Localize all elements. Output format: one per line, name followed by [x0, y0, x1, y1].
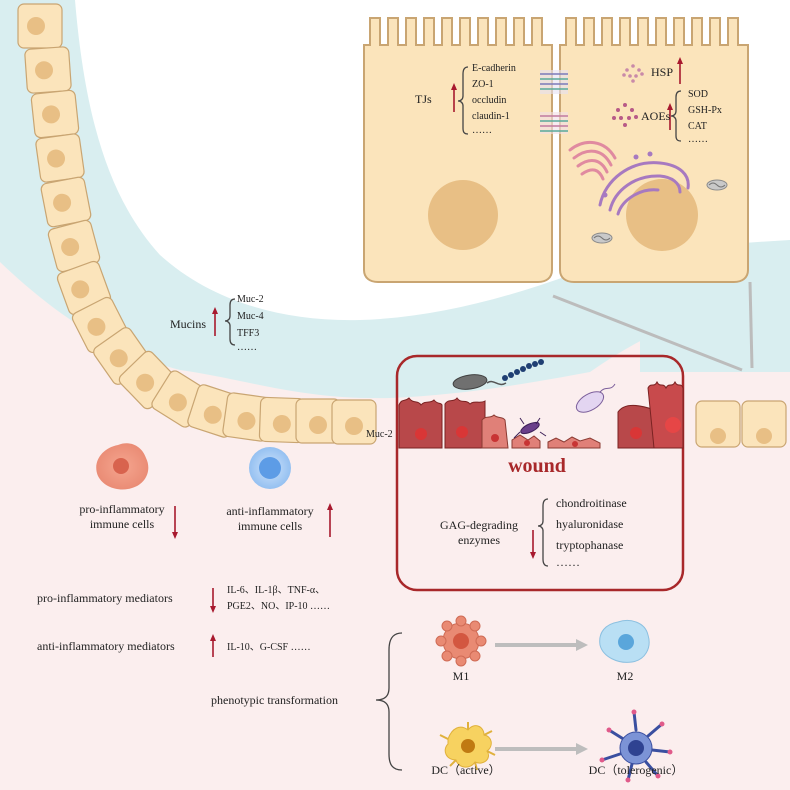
wound-title: wound	[508, 455, 566, 477]
tj-item: E-cadherin	[472, 63, 516, 74]
epithelial-cell	[35, 133, 85, 183]
anti-cells-label-line2: immune cells	[237, 519, 303, 533]
aoe-item: GSH-Px	[688, 105, 722, 116]
anti-mediators-values: IL-10、G-CSF ……	[227, 642, 311, 653]
epithelial-cell	[695, 400, 741, 448]
enterocyte-left	[363, 17, 553, 283]
damaged-epithelium	[398, 380, 684, 449]
tj-item: ZO-1	[472, 79, 494, 90]
transformation-arrows	[495, 639, 588, 755]
mucin-item: ……	[237, 342, 257, 353]
m1-label: M1	[452, 669, 470, 683]
active-dendritic-cell-icon	[439, 722, 496, 771]
mitochondria-icon	[591, 179, 728, 244]
enterocyte-zoom-inset	[363, 17, 749, 283]
bacteria-icon	[452, 359, 616, 439]
epithelial-cell	[24, 46, 72, 94]
aoe-item: ……	[688, 134, 708, 145]
mucins-up-arrow	[212, 307, 218, 336]
nucleus-right	[626, 179, 698, 251]
anti-cells-up-arrow	[327, 503, 333, 537]
epithelial-cell	[295, 398, 341, 444]
aoes-label: AOEs	[641, 109, 671, 123]
trend-arrows	[172, 57, 683, 657]
m2-label: M2	[616, 669, 634, 683]
epithelial-cell	[30, 89, 80, 139]
tj-item: ……	[472, 125, 492, 136]
m2-macrophage-icon	[599, 620, 650, 663]
m1-macrophage-icon	[435, 615, 487, 667]
epithelial-cell	[17, 3, 63, 49]
epithelial-cell	[741, 400, 787, 448]
gag-item: ……	[556, 555, 580, 569]
hsp-particles-icon	[622, 64, 644, 83]
gag-label-line1: GAG-degrading	[440, 518, 518, 532]
epithelial-cell	[47, 219, 101, 273]
anti-inflammatory-cell-icon	[249, 447, 291, 489]
wound-box	[395, 354, 685, 592]
gag-item: chondroitinase	[556, 496, 627, 510]
tj-item: occludin	[472, 95, 507, 106]
pro-inflammatory-cell-icon	[96, 443, 149, 490]
zoom-line-left	[552, 294, 743, 372]
tjs-up-arrow	[451, 83, 457, 112]
anti-cells-label-line1: anti-inflammatory	[226, 504, 314, 518]
mucin-item: TFF3	[237, 328, 260, 339]
muc2-marker: Muc-2	[366, 429, 393, 440]
golgi-apparatus-icon	[568, 141, 617, 181]
aoe-particles-icon	[612, 103, 638, 127]
aoes-up-arrow	[667, 103, 673, 130]
mucin-item: Muc-4	[237, 311, 264, 322]
pro-mediators-values-line1: IL-6、IL-1β、TNF-α、	[227, 585, 326, 596]
gag-down-arrow	[530, 530, 536, 559]
phenotypic-transformation-label: phenotypic transformation	[211, 693, 338, 707]
hsp-label: HSP	[651, 65, 674, 79]
pro-mediators-label: pro-inflammatory mediators	[37, 591, 173, 605]
pro-cells-label-line2: immune cells	[89, 517, 155, 531]
gag-label-line2: enzymes	[458, 533, 500, 547]
brace-group	[224, 66, 682, 771]
hsp-up-arrow	[677, 57, 683, 84]
pro-mediators-values-line2: PGE2、NO、IP-10 ……	[227, 601, 331, 612]
epithelial-cell	[222, 392, 272, 442]
endoplasmic-reticulum-icon	[598, 151, 690, 216]
aoe-item: SOD	[688, 89, 709, 100]
pro-cells-down-arrow	[172, 506, 178, 539]
tjs-label: TJs	[415, 92, 432, 106]
dc-tolerogenic-label: DC（tolerogenic）	[588, 763, 684, 777]
nucleus-left	[428, 180, 498, 250]
pro-cells-label-line1: pro-inflammatory	[79, 502, 165, 516]
zoom-line-right	[748, 281, 754, 369]
dc-active-label: DC（active）	[431, 763, 501, 777]
tight-junction-icon	[540, 70, 568, 134]
tj-item: claudin-1	[472, 111, 510, 122]
gag-item: tryptophanase	[556, 538, 624, 552]
pro-mediators-down-arrow	[210, 588, 216, 613]
enterocyte-right	[559, 17, 749, 283]
epithelial-cell	[331, 399, 377, 445]
tolerogenic-dendritic-cell-icon	[599, 709, 673, 783]
gag-item: hyaluronidase	[556, 517, 624, 531]
mucins-label: Mucins	[170, 317, 206, 331]
aoe-item: CAT	[688, 121, 707, 132]
epithelial-cell-layer	[17, 3, 787, 448]
anti-mediators-label: anti-inflammatory mediators	[37, 639, 175, 653]
mucin-item: Muc-2	[237, 294, 264, 305]
epithelial-cell	[40, 176, 92, 228]
anti-mediators-up-arrow	[210, 634, 216, 657]
